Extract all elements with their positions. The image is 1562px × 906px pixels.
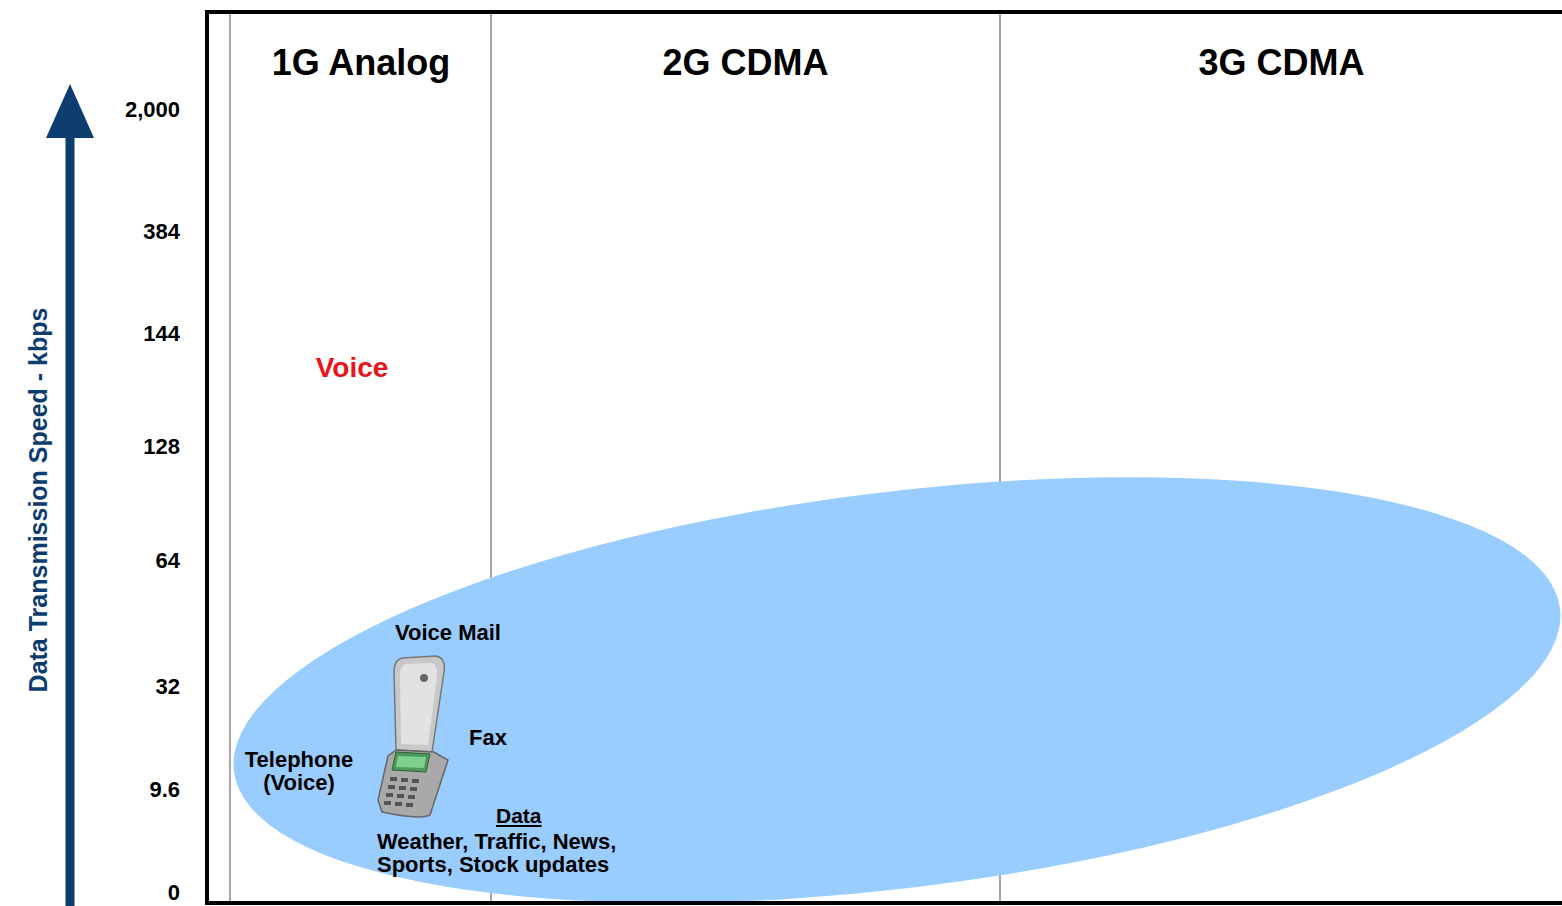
axis-arrow (66, 130, 75, 906)
service-label: Telephone (Voice) (232, 748, 366, 794)
service-label: Data (496, 804, 566, 828)
service-label: Voice Mail (395, 620, 545, 646)
service-ellipse-region: Telephone (Voice) Voice MailFaxDataWeathe… (230, 470, 1562, 902)
band-divider (229, 14, 231, 901)
tick-label: 0 (80, 880, 180, 906)
generation-band: 3G CDMA (1001, 14, 1562, 901)
axis-title: Data Transmission Speed - kbps (23, 180, 53, 820)
generation-band: 2G CDMA (492, 14, 999, 901)
tick-label: 144 (80, 321, 180, 347)
service-label: Fax (469, 725, 529, 751)
plot-frame-bottom (207, 901, 1562, 905)
axis-arrowhead (46, 84, 94, 138)
tick-label: 64 (80, 548, 180, 574)
tick-label: 9.6 (80, 777, 180, 803)
service-label: Weather, Traffic, News, Sports, Stock up… (377, 830, 677, 876)
tick-label: 32 (80, 674, 180, 700)
tick-label: 384 (80, 219, 180, 245)
category-label: Voice (316, 352, 389, 384)
tick-label: 2,000 (80, 97, 180, 123)
service-ellipse (210, 412, 1562, 906)
band-heading: 2G CDMA (492, 42, 999, 84)
band-heading: 3G CDMA (1001, 42, 1562, 84)
tick-label: 128 (80, 434, 180, 460)
frame-bottom-mask (207, 903, 1562, 906)
phone-illustration (378, 656, 448, 817)
band-heading: 1G Analog (232, 42, 490, 84)
